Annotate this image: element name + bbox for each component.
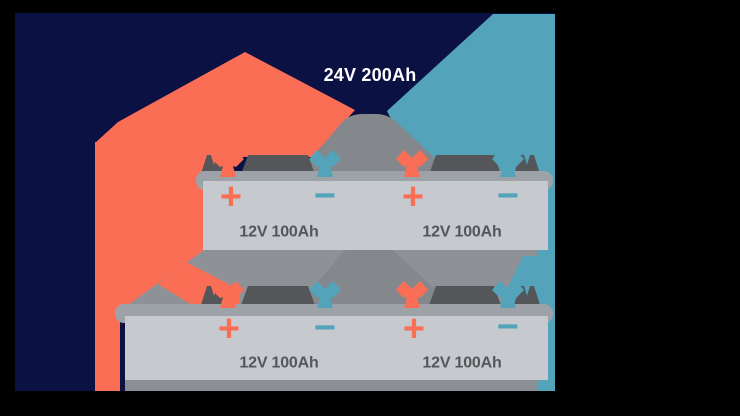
battery-base [125, 380, 537, 391]
plus-terminal-symbol: + [403, 308, 425, 350]
battery-ridge [428, 286, 502, 308]
minus-terminal-symbol: − [497, 306, 519, 348]
plus-terminal-symbol: + [218, 308, 240, 350]
minus-terminal-symbol: − [314, 175, 336, 217]
battery-label: 12V 100Ah [422, 355, 501, 372]
negative-cable-diagonal [387, 14, 555, 177]
battery-label: 12V 100Ah [239, 224, 318, 241]
battery-ridge [240, 286, 316, 308]
battery-case [203, 181, 548, 250]
battery-label: 12V 100Ah [239, 355, 318, 372]
battery-case [125, 316, 548, 380]
positive-cable-diagonal [95, 52, 355, 307]
minus-terminal-symbol: − [314, 307, 336, 349]
battery-row-2: + − + − 12V 100Ah 12V 100Ah [115, 245, 553, 391]
battery-row-1: + − + − 12V 100Ah 12V 100Ah [196, 114, 553, 250]
positive-cable-vertical [95, 142, 120, 391]
plus-terminal-symbol: + [220, 176, 242, 218]
plus-terminal-symbol: + [402, 176, 424, 218]
battery-label: 12V 100Ah [422, 224, 501, 241]
minus-terminal-symbol: − [497, 175, 519, 217]
total-capacity-label: 24V 200Ah [324, 65, 417, 85]
